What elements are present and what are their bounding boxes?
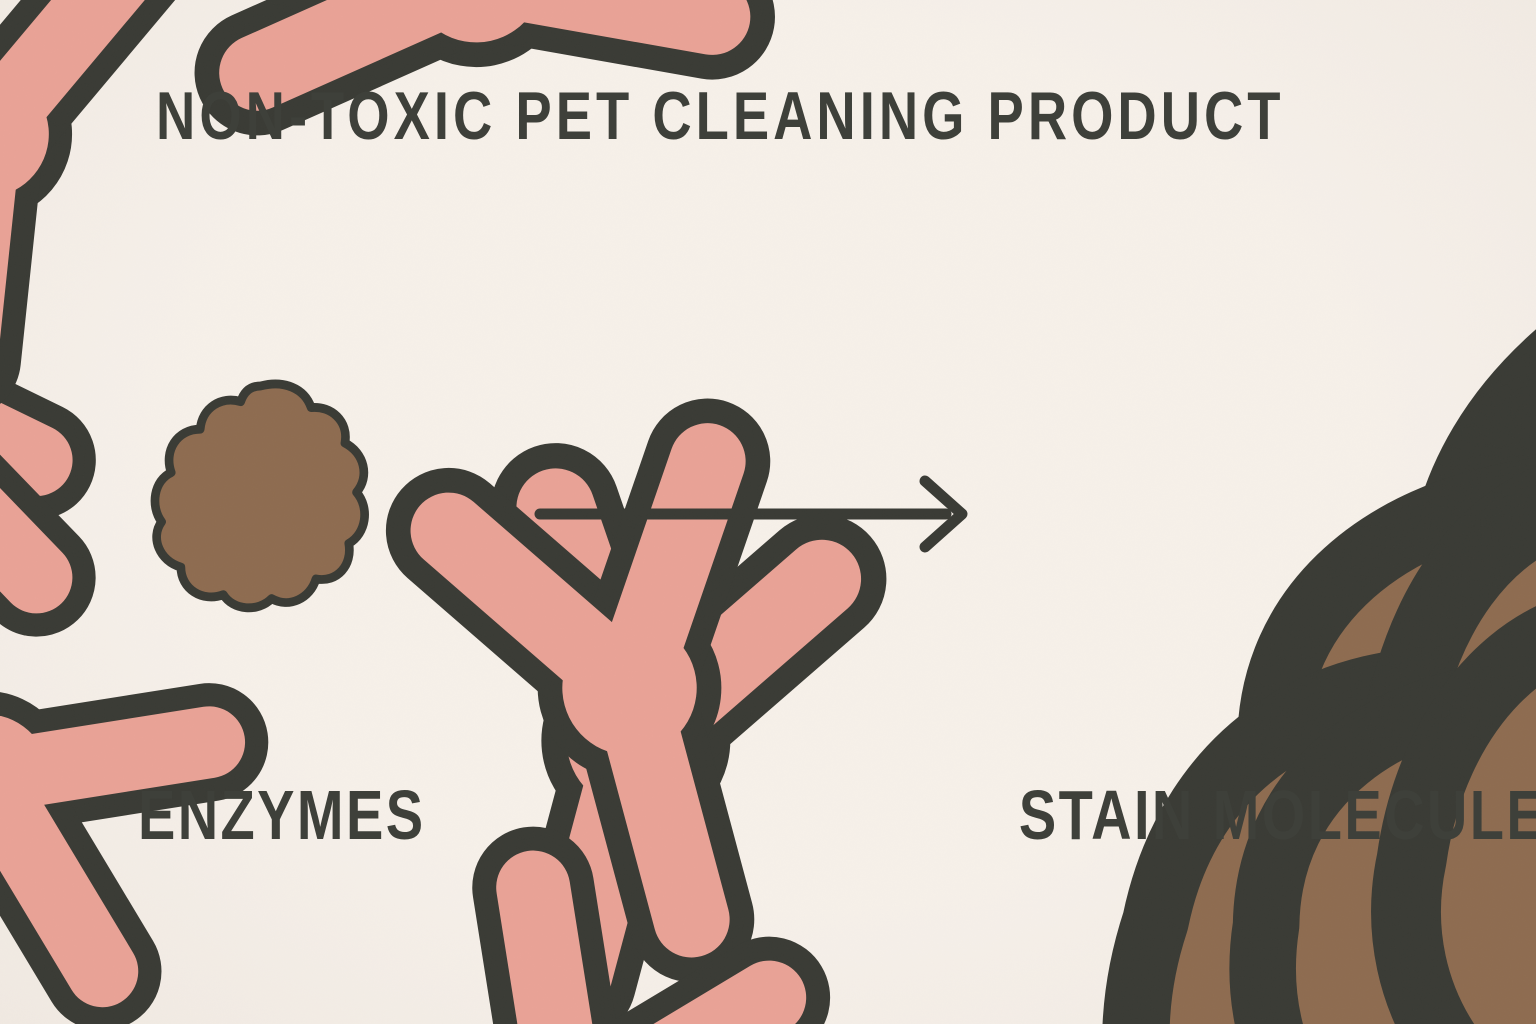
- stain-blob: [150, 379, 369, 613]
- stain-molecule-label-text: STAIN MOLECULE: [1018, 776, 1536, 854]
- stain-fragment-group: [1070, 176, 1536, 1024]
- enzymes-label-text: ENZYMES: [138, 776, 426, 854]
- page-title: NON-TOXIC PET CLEANING PRODUCT: [0, 82, 1440, 150]
- page-title-text: NON-TOXIC PET CLEANING PRODUCT: [155, 78, 1285, 154]
- stain-molecule-label: STAIN MOLECULE: [953, 780, 1536, 850]
- enzymes-label: ENZYMES: [12, 780, 552, 850]
- enzyme-icon: [384, 397, 882, 1005]
